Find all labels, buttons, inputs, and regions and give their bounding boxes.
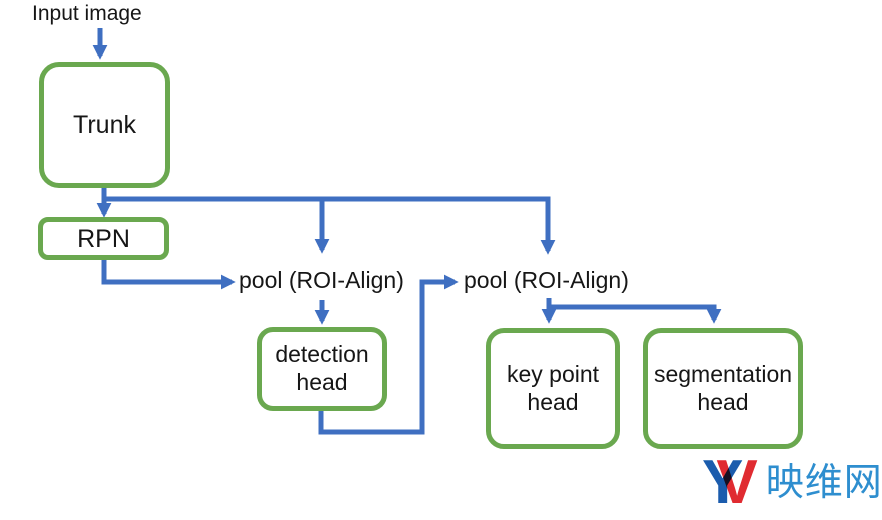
rpn-label: RPN [77,224,130,253]
rpn-node: RPN [38,217,169,260]
detection-head-label: detection head [275,341,369,395]
segmentation-head-label: segmentation head [653,360,793,415]
keypoint-head-label: key point head [506,360,600,415]
pool-roi-align-right-label: pool (ROI-Align) [464,267,629,293]
logo-letter-y: Y [702,448,744,517]
yv-logo-icon: YV [702,452,758,514]
pool-roi-align-left-label: pool (ROI-Align) [239,267,404,293]
input-image-label: Input image [32,2,142,25]
yivian-watermark-logo: YV 映维网 [702,452,882,514]
arrow-rpn-to-pool-left [101,260,236,290]
trunk-node: Trunk [39,62,170,188]
segmentation-head-node: segmentation head [643,328,803,449]
arrow-trunk-to-pool-right [104,196,556,255]
arrow-detection-head-to-pool-right [318,274,459,435]
arrow-pool-right-to-segmentation-head [546,298,722,324]
trunk-label: Trunk [73,111,136,139]
logo-letter-v: V [716,448,758,517]
yivian-site-name: 映维网 [765,462,882,504]
detection-head-node: detection head [257,327,387,411]
keypoint-head-node: key point head [486,328,620,449]
